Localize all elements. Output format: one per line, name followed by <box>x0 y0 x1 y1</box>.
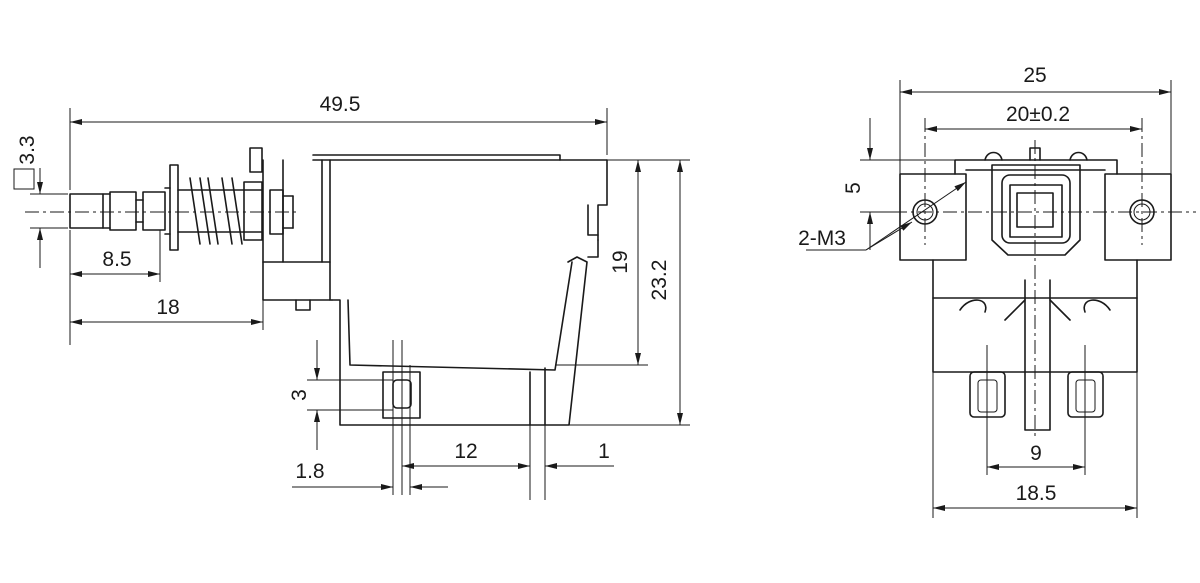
dim-label-18: 18 <box>156 296 179 319</box>
front-view: 25 20±0.2 5 2-M3 9 <box>798 64 1196 518</box>
button-tip <box>69 193 104 229</box>
dim-thread-callout: 2-M3 <box>798 181 967 251</box>
dim-label-20-tol: 20±0.2 <box>1006 103 1070 126</box>
dim-terminal-height: 3 <box>288 340 393 450</box>
terminal-left <box>382 371 421 419</box>
dim-shaft-square: 3.3 <box>13 135 68 268</box>
switch-body-side <box>249 147 608 426</box>
dim-label-1-8: 1.8 <box>295 460 324 483</box>
dim-shaft-length: 8.5 <box>69 230 161 345</box>
dim-body-width: 18.5 <box>932 372 1138 518</box>
plunger-assembly <box>69 164 294 251</box>
dim-label-9: 9 <box>1030 442 1042 465</box>
dim-hole-offset: 5 <box>842 118 955 250</box>
dim-overall-width: 25 <box>899 64 1172 174</box>
dim-label-12: 12 <box>454 440 477 463</box>
dim-label-18-5: 18.5 <box>1016 482 1057 505</box>
side-view: 49.5 3.3 8.5 18 19 <box>13 93 690 500</box>
dim-label-3: 3 <box>288 389 311 401</box>
dim-button-length: 18 <box>70 296 264 330</box>
dim-terminal-thickness: 1 <box>510 425 614 500</box>
dim-terminal-pitch: 12 <box>402 425 531 500</box>
dim-overall-length: 49.5 <box>69 93 608 190</box>
dim-label-23-2: 23.2 <box>648 260 671 301</box>
dim-label-5: 5 <box>842 182 865 194</box>
dim-total-height: 23.2 <box>569 159 690 426</box>
dim-terminal-spacing: 9 <box>986 345 1086 475</box>
dim-label-1: 1 <box>598 440 610 463</box>
dim-hole-pitch: 20±0.2 <box>925 103 1142 132</box>
dim-label-19: 19 <box>609 250 632 273</box>
dim-label-25: 25 <box>1023 64 1046 87</box>
dim-label-3-3: 3.3 <box>16 135 39 164</box>
dim-body-height: 19 <box>555 159 648 366</box>
flange <box>169 164 179 251</box>
dim-terminal-width: 1.8 <box>292 340 448 495</box>
dim-label-2-m3: 2-M3 <box>798 227 846 250</box>
mounting-ear-left <box>899 173 967 261</box>
dim-label-8-5: 8.5 <box>102 248 131 271</box>
square-symbol-icon <box>13 168 35 190</box>
spring-icon <box>189 177 243 245</box>
mounting-ear-right <box>1104 173 1172 261</box>
dim-label-49-5: 49.5 <box>320 93 361 116</box>
plunger-housing <box>991 164 1081 256</box>
